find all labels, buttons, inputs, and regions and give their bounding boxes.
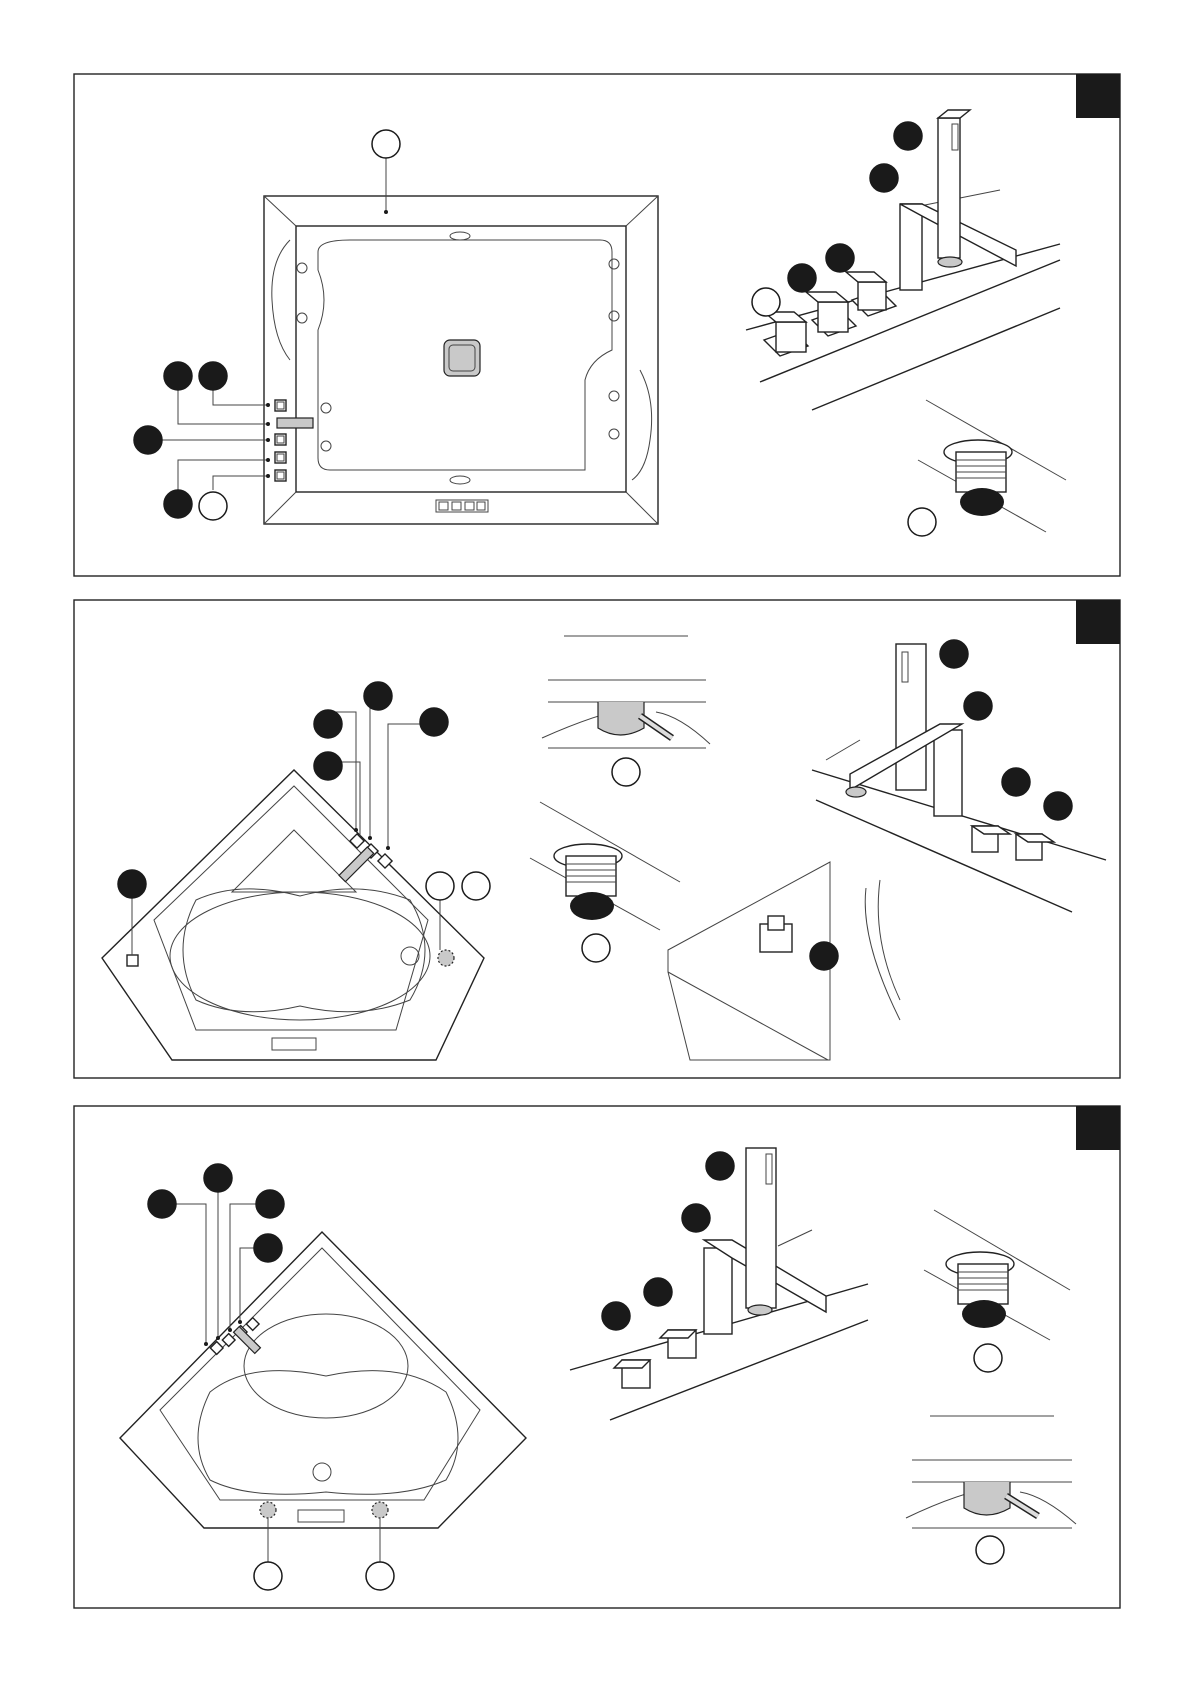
lever-side-detail (542, 636, 710, 786)
callout-open (426, 872, 454, 900)
callout-open (582, 934, 610, 962)
panel-2-frame (74, 600, 1120, 1078)
callout-filled (706, 1152, 734, 1180)
rectangular-tub-top-view (264, 196, 658, 524)
panel-3-corner-tab (1076, 1106, 1120, 1150)
callout-filled (314, 710, 342, 738)
callout-filled (420, 708, 448, 736)
callout-filled (788, 264, 816, 292)
panel-3 (74, 1106, 1120, 1608)
callout-filled (256, 1190, 284, 1218)
callout-filled (148, 1190, 176, 1218)
threaded-drain-detail-3 (924, 1210, 1070, 1372)
callout-filled (810, 942, 838, 970)
faucet-set-isometric-3 (570, 1148, 868, 1420)
callout-filled (204, 1164, 232, 1192)
callout-filled (164, 362, 192, 390)
callout-filled (894, 122, 922, 150)
panel-1 (74, 74, 1120, 576)
faucet-callouts (752, 122, 922, 316)
callout-filled (602, 1302, 630, 1330)
lever-side-detail-3 (906, 1416, 1076, 1564)
panel-2-corner-tab (1076, 600, 1120, 644)
faucet-set-isometric (746, 110, 1060, 410)
callout-filled (199, 362, 227, 390)
threaded-drain-detail-2 (530, 802, 680, 962)
callout-open (372, 130, 400, 158)
callout-filled (826, 244, 854, 272)
corner-tub-top-view (120, 1232, 526, 1528)
threaded-drain-detail (908, 400, 1066, 536)
callout-filled (682, 1204, 710, 1232)
callout-open (752, 288, 780, 316)
callout-open (254, 1562, 282, 1590)
panel-1-callouts (134, 130, 400, 520)
callout-filled (364, 682, 392, 710)
panel-1-corner-tab (1076, 74, 1120, 118)
callout-open (462, 872, 490, 900)
callout-filled (164, 490, 192, 518)
deck-corner-detail (668, 862, 900, 1060)
callout-filled (134, 426, 162, 454)
pentagon-tub-top-view (102, 770, 484, 1060)
callout-open (976, 1536, 1004, 1564)
callout-filled (314, 752, 342, 780)
faucet-set-isometric-2 (812, 640, 1106, 912)
callout-filled (644, 1278, 672, 1306)
panel-3-tub-callouts (148, 1164, 394, 1590)
callout-open (974, 1344, 1002, 1372)
callout-filled (940, 640, 968, 668)
panel-2 (74, 600, 1120, 1078)
callout-open (199, 492, 227, 520)
callout-open (612, 758, 640, 786)
callout-filled (1002, 768, 1030, 796)
callout-filled (254, 1234, 282, 1262)
callout-filled (1044, 792, 1072, 820)
panel-2-tub-callouts (118, 682, 490, 955)
callout-open (908, 508, 936, 536)
callout-filled (964, 692, 992, 720)
callout-filled (870, 164, 898, 192)
callout-filled (118, 870, 146, 898)
callout-open (366, 1562, 394, 1590)
